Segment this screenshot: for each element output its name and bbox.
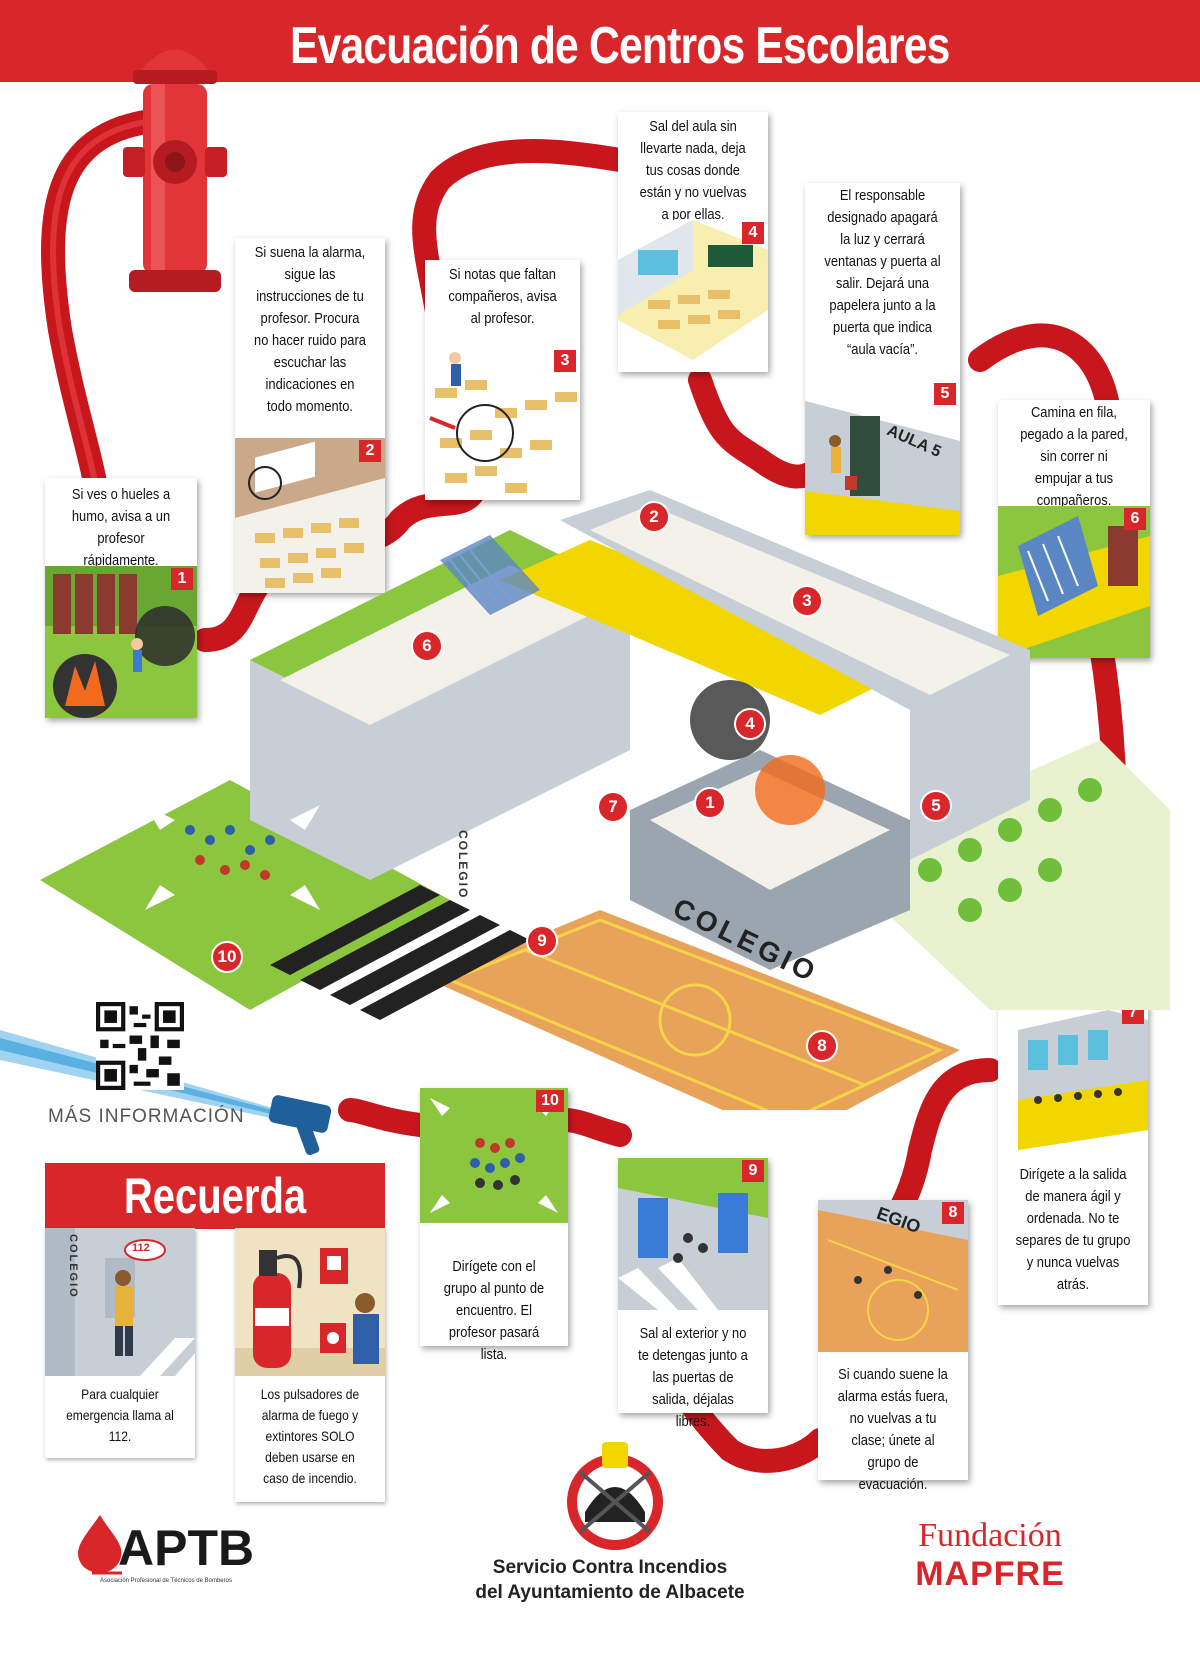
step-card-3: Si notas que faltan compañeros, avisa al… [425, 260, 580, 500]
step-4-badge: 4 [742, 222, 764, 244]
step-5-illustration: AULA 5 [805, 381, 960, 535]
step-7-text: Dirígete a la salida de manera ágil y or… [1015, 1166, 1131, 1293]
more-info-label[interactable]: MÁS INFORMACIÓN [48, 1106, 245, 1127]
phone-112-label: 112 [132, 1242, 150, 1254]
recuerda-112-text: Para cualquier emergencia llama al 112. [66, 1386, 174, 1444]
step-5-text: El responsable designado apagará la luz … [824, 187, 941, 358]
fire-hydrant-icon [123, 20, 227, 292]
map-marker-2: 2 [638, 501, 670, 533]
step-5-badge: 5 [934, 383, 956, 405]
step-9-illustration [618, 1158, 768, 1310]
step-2-illustration [235, 438, 385, 593]
step-10-text: Dirígete con el grupo al punto de encuen… [443, 1258, 545, 1363]
step-card-1: Si ves o hueles a humo, avisa a un profe… [45, 478, 197, 718]
fire-service-line-2: del Ayuntamiento de Albacete [475, 1582, 745, 1603]
step-card-6: Camina en fila, pegado a la pared, sin c… [998, 400, 1150, 658]
recuerda-colegio-sign: COLEGIO [67, 1234, 79, 1299]
map-marker-10: 10 [211, 941, 243, 973]
qr-code-icon[interactable] [96, 1002, 184, 1090]
step-2-text: Si suena la alarma, sigue las instruccio… [254, 244, 366, 415]
recuerda-alarm-text: Los pulsadores de alarma de fuego y exti… [260, 1386, 360, 1486]
aptb-flame-icon [78, 1515, 122, 1575]
step-9-text: Sal al exterior y no te detengas junto a… [638, 1325, 748, 1430]
step-6-illustration [998, 506, 1150, 658]
step-10-illustration [420, 1088, 568, 1223]
step-1-badge: 1 [171, 568, 193, 590]
step-3-text: Si notas que faltan compañeros, avisa al… [448, 266, 557, 327]
map-marker-8: 8 [806, 1030, 838, 1062]
step-4-text: Sal del aula sin llevarte nada, deja tus… [639, 118, 747, 223]
map-marker-1: 1 [694, 787, 726, 819]
step-6-text: Camina en fila, pegado a la pared, sin c… [1020, 404, 1128, 509]
step-card-7: 7 Dirígete a la salida de manera ágil y … [998, 1000, 1148, 1305]
step-card-5: El responsable designado apagará la luz … [805, 183, 960, 535]
map-marker-6: 6 [411, 630, 443, 662]
step-3-illustration [425, 348, 580, 500]
step-9-badge: 9 [742, 1160, 764, 1182]
aptb-subtitle: Asociación Profesional de Técnicos de Bo… [100, 1578, 232, 1584]
step-6-badge: 6 [1124, 508, 1146, 530]
fire-service-emblem-icon [567, 1442, 663, 1550]
step-8-badge: 8 [942, 1202, 964, 1224]
recuerda-card-112: 112 COLEGIO Para cualquier emergencia ll… [45, 1228, 195, 1458]
step-card-8: EGIO 8 Si cuando suene la alarma estás f… [818, 1200, 968, 1493]
side-sign-colegio: COLEGIO [456, 830, 470, 900]
map-marker-9: 9 [526, 925, 558, 957]
recuerda-title: Recuerda [123, 1168, 307, 1224]
map-marker-5: 5 [920, 790, 952, 822]
step-card-4: Sal del aula sin llevarte nada, deja tus… [618, 112, 768, 372]
map-marker-4: 4 [734, 708, 766, 740]
step-8-illustration: EGIO [818, 1200, 968, 1352]
step-2-badge: 2 [359, 440, 381, 462]
step-card-2: Si suena la alarma, sigue las instruccio… [235, 238, 385, 593]
recuerda-alarm-illustration [235, 1228, 385, 1376]
recuerda-card-alarm: Los pulsadores de alarma de fuego y exti… [235, 1228, 385, 1502]
step-10-badge: 10 [536, 1090, 564, 1112]
step-4-illustration [618, 220, 768, 372]
page-title: Evacuación de Centros Escolares [290, 17, 950, 75]
mapfre-logo: MAPFRE [915, 1555, 1065, 1593]
step-1-text: Si ves o hueles a humo, avisa a un profe… [71, 486, 171, 569]
step-card-9: 9 Sal al exterior y no te detengas junto… [618, 1158, 768, 1430]
recuerda-112-illustration: 112 COLEGIO [45, 1228, 195, 1376]
step-8-text: Si cuando suene la alarma estás fuera, n… [837, 1366, 949, 1493]
aptb-logo: APTB [118, 1520, 255, 1576]
fire-service-name: Servicio Contra Incendios del Ayuntamien… [440, 1555, 780, 1605]
map-marker-3: 3 [791, 585, 823, 617]
step-3-badge: 3 [554, 350, 576, 372]
step-1-illustration [45, 566, 197, 718]
fire-service-line-1: Servicio Contra Incendios [492, 1557, 728, 1578]
step-7-illustration [998, 1000, 1148, 1152]
fundacion-label: Fundación [918, 1517, 1062, 1554]
map-marker-7: 7 [597, 791, 629, 823]
recuerda-banner [45, 1163, 385, 1229]
step-card-10: 10 Dirígete con el grupo al punto de enc… [420, 1088, 568, 1363]
